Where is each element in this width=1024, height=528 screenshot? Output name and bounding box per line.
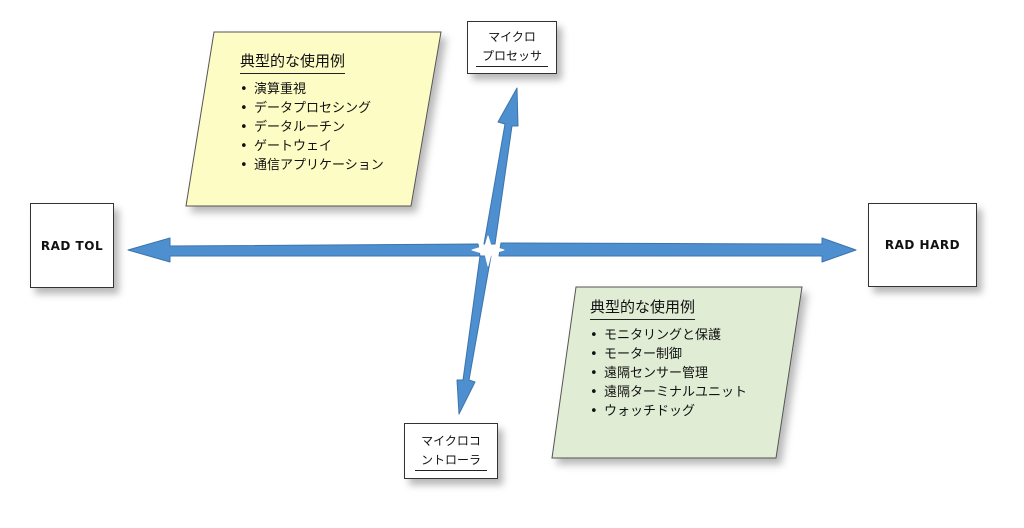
top-uses-list: 演算重視 データプロセシング データルーチン ゲートウェイ 通信アプリケーション xyxy=(240,80,384,175)
bottom-uses-list: モニタリングと保護 モーター制御 遠隔センサー管理 遠隔ターミナルユニット ウォ… xyxy=(590,326,747,421)
arrow-down xyxy=(456,255,492,415)
list-item: ゲートウェイ xyxy=(240,137,384,156)
rad-hard-label: RAD HARD xyxy=(884,238,961,252)
list-item: モニタリングと保護 xyxy=(590,326,747,345)
top-uses-text: 典型的な使用例 演算重視 データプロセシング データルーチン ゲートウェイ 通信… xyxy=(240,50,384,175)
list-item: 演算重視 xyxy=(240,80,384,99)
list-item: 通信アプリケーション xyxy=(240,156,384,175)
list-item: データルーチン xyxy=(240,118,384,137)
bottom-uses-title: 典型的な使用例 xyxy=(590,296,696,320)
rad-hard-box: RAD HARD xyxy=(868,203,977,287)
arrow-left xyxy=(127,237,481,263)
list-item: データプロセシング xyxy=(240,99,384,118)
microprocessor-label-line-2: プロセッサ xyxy=(475,47,548,67)
top-uses-title: 典型的な使用例 xyxy=(240,50,346,74)
axis-arrows xyxy=(127,87,857,415)
list-item: モーター制御 xyxy=(590,345,747,364)
center-star xyxy=(471,235,505,267)
microcontroller-label-line-1: マイクロコ xyxy=(421,433,481,448)
list-item: ウォッチドッグ xyxy=(590,402,747,421)
bottom-uses-text: 典型的な使用例 モニタリングと保護 モーター制御 遠隔センサー管理 遠隔ターミナ… xyxy=(590,296,747,421)
arrow-up xyxy=(483,87,519,245)
microprocessor-box: マイクロ プロセッサ xyxy=(467,21,557,74)
arrow-right xyxy=(498,237,857,263)
list-item: 遠隔センサー管理 xyxy=(590,364,747,383)
rad-tol-label: RAD TOL xyxy=(40,238,104,253)
rad-tol-box: RAD TOL xyxy=(30,203,114,288)
list-item: 遠隔ターミナルユニット xyxy=(590,383,747,402)
microprocessor-label-line-1: マイクロ xyxy=(488,30,536,44)
microcontroller-label-line-2: ントローラ xyxy=(414,451,487,471)
microcontroller-box: マイクロコ ントローラ xyxy=(404,423,498,479)
